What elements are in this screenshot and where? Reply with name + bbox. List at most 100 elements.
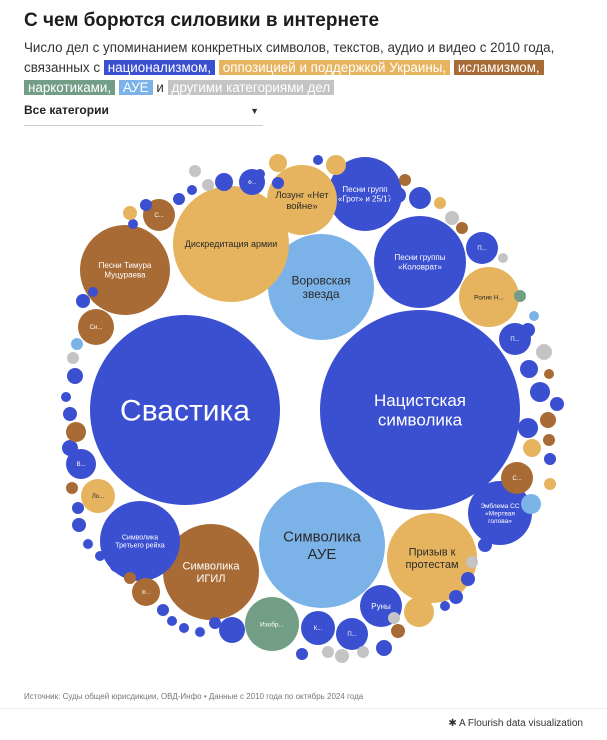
bubble-19[interactable] <box>81 479 115 513</box>
small-bubble-10[interactable] <box>434 197 446 209</box>
small-bubble-7[interactable] <box>399 174 411 186</box>
small-bubble-61[interactable] <box>71 338 83 350</box>
small-bubble-21[interactable] <box>550 397 564 411</box>
small-bubble-43[interactable] <box>209 617 221 629</box>
small-bubble-69[interactable] <box>255 169 265 179</box>
small-bubble-58[interactable] <box>61 392 71 402</box>
small-bubble-50[interactable] <box>95 551 105 561</box>
small-bubble-6[interactable] <box>269 154 287 172</box>
small-bubble-42[interactable] <box>219 617 245 643</box>
small-bubble-13[interactable] <box>498 253 508 263</box>
small-bubble-23[interactable] <box>518 418 538 438</box>
small-bubble-19[interactable] <box>544 369 554 379</box>
small-bubble-32[interactable] <box>449 590 463 604</box>
bubble-22[interactable] <box>466 232 498 264</box>
bubble-4[interactable] <box>268 234 374 340</box>
small-bubble-5[interactable] <box>187 185 197 195</box>
small-bubble-70[interactable] <box>272 177 284 189</box>
bubble-9[interactable] <box>374 216 466 308</box>
small-bubble-65[interactable] <box>123 206 137 220</box>
bubble-18[interactable] <box>66 449 96 479</box>
small-bubble-15[interactable] <box>529 311 539 321</box>
bubble-27[interactable] <box>132 578 160 606</box>
small-bubble-60[interactable] <box>67 352 79 364</box>
small-bubble-36[interactable] <box>391 624 405 638</box>
bubble-6[interactable] <box>387 513 477 603</box>
small-bubble-55[interactable] <box>62 440 78 456</box>
small-bubble-26[interactable] <box>544 453 556 465</box>
small-bubble-14[interactable] <box>514 290 526 302</box>
small-bubble-24[interactable] <box>543 434 555 446</box>
bubble-17[interactable] <box>78 309 114 345</box>
bubble-7[interactable] <box>173 186 289 302</box>
small-bubble-52[interactable] <box>72 518 86 532</box>
small-bubble-22[interactable] <box>540 412 556 428</box>
small-bubble-39[interactable] <box>335 649 349 663</box>
bubble-8[interactable] <box>80 225 170 315</box>
small-bubble-31[interactable] <box>461 572 475 586</box>
bubble-12[interactable] <box>100 501 180 581</box>
small-bubble-48[interactable] <box>124 572 136 584</box>
legend-tag-islamism[interactable]: исламизмом, <box>453 60 544 75</box>
bubble-2[interactable] <box>320 310 520 510</box>
legend-tag-nationalism[interactable]: национализмом, <box>103 60 216 75</box>
bubble-14[interactable] <box>245 597 299 651</box>
small-bubble-64[interactable] <box>128 219 138 229</box>
small-bubble-56[interactable] <box>66 422 86 442</box>
flourish-credit[interactable]: ✱ A Flourish data visualization <box>448 718 583 729</box>
bubble-10[interactable] <box>328 157 402 231</box>
bubble-3[interactable] <box>259 482 385 608</box>
small-bubble-18[interactable] <box>520 360 538 378</box>
small-bubble-29[interactable] <box>478 538 492 552</box>
small-bubble-47[interactable] <box>157 604 169 616</box>
small-bubble-38[interactable] <box>357 646 369 658</box>
bubble-1[interactable] <box>90 315 280 505</box>
small-bubble-68[interactable] <box>189 165 201 177</box>
small-bubble-11[interactable] <box>445 211 459 225</box>
small-bubble-45[interactable] <box>179 623 189 633</box>
small-bubble-8[interactable] <box>390 187 406 203</box>
small-bubble-33[interactable] <box>440 601 450 611</box>
bubble-21[interactable] <box>501 462 533 494</box>
legend-tag-opposition[interactable]: оппозицией и поддержкой Украины, <box>218 60 451 75</box>
bubble-5[interactable] <box>163 524 259 620</box>
small-bubble-12[interactable] <box>456 222 468 234</box>
small-bubble-40[interactable] <box>322 646 334 658</box>
small-bubble-2[interactable] <box>326 155 346 175</box>
category-filter-dropdown[interactable]: Все категории ▼ <box>24 103 263 126</box>
small-bubble-28[interactable] <box>521 494 541 514</box>
small-bubble-41[interactable] <box>296 648 308 660</box>
small-bubble-4[interactable] <box>202 179 214 191</box>
small-bubble-49[interactable] <box>110 560 122 572</box>
bubble-24[interactable] <box>336 618 368 650</box>
small-bubble-54[interactable] <box>66 482 78 494</box>
legend-tag-drugs[interactable]: наркотиками, <box>24 80 116 95</box>
small-bubble-66[interactable] <box>140 199 152 211</box>
bubble-25[interactable] <box>301 611 335 645</box>
small-bubble-27[interactable] <box>544 478 556 490</box>
legend-tag-aue[interactable]: АУЕ <box>118 80 153 95</box>
small-bubble-44[interactable] <box>195 627 205 637</box>
small-bubble-37[interactable] <box>376 640 392 656</box>
bubble-13[interactable] <box>468 481 532 545</box>
small-bubble-20[interactable] <box>530 382 550 402</box>
legend-tag-other[interactable]: другими категориями дел <box>167 80 335 95</box>
small-bubble-30[interactable] <box>466 556 478 568</box>
small-bubble-9[interactable] <box>409 187 431 209</box>
small-bubble-35[interactable] <box>388 612 400 624</box>
bubble-11[interactable] <box>267 165 337 235</box>
small-bubble-62[interactable] <box>76 294 90 308</box>
small-bubble-63[interactable] <box>88 287 98 297</box>
small-bubble-34[interactable] <box>404 597 434 627</box>
small-bubble-17[interactable] <box>536 344 552 360</box>
small-bubble-51[interactable] <box>83 539 93 549</box>
small-bubble-53[interactable] <box>72 502 84 514</box>
small-bubble-25[interactable] <box>523 439 541 457</box>
small-bubble-57[interactable] <box>63 407 77 421</box>
small-bubble-16[interactable] <box>521 323 535 337</box>
small-bubble-3[interactable] <box>215 173 233 191</box>
small-bubble-46[interactable] <box>167 616 177 626</box>
small-bubble-59[interactable] <box>67 368 83 384</box>
bubble-15[interactable] <box>459 267 519 327</box>
small-bubble-1[interactable] <box>313 155 323 165</box>
